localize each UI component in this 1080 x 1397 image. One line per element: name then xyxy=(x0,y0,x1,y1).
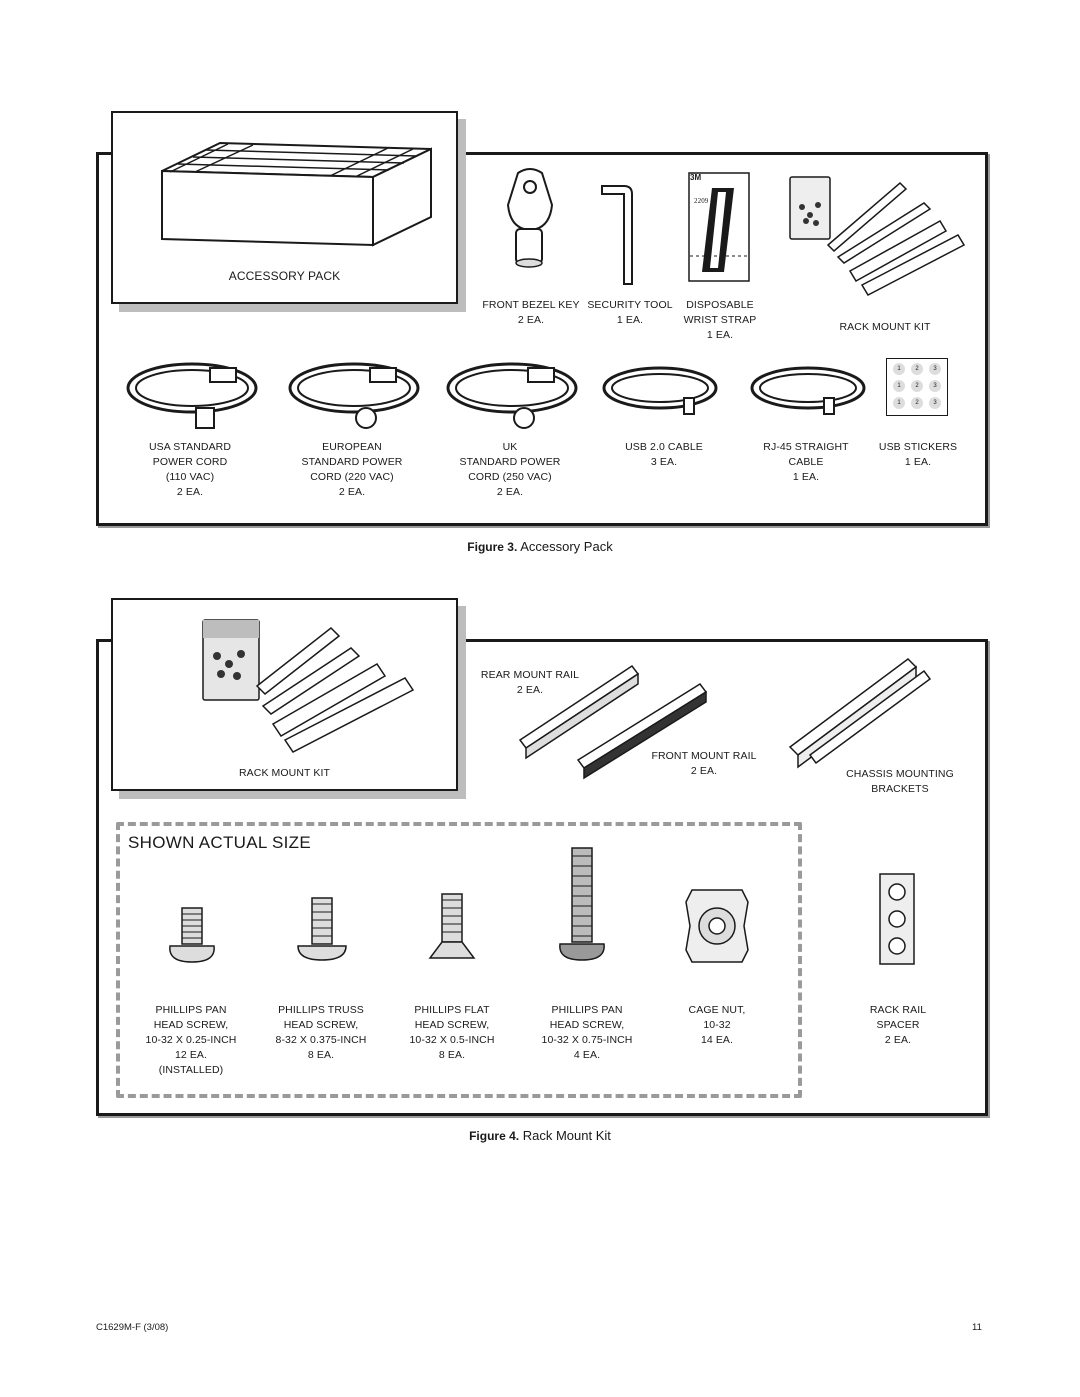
usb-cable-illustration xyxy=(602,366,718,415)
usb-stickers-sheet: 1 2 3 1 2 3 1 2 3 xyxy=(886,358,948,416)
usb-stickers-label: USB STICKERS 1 EA. xyxy=(878,441,958,468)
sticker: 3 xyxy=(929,380,941,392)
front-mount-rail-label: FRONT MOUNT RAIL 2 EA. xyxy=(651,750,757,777)
figure-3-caption-text: Accessory Pack xyxy=(520,539,613,554)
security-tool-illustration xyxy=(601,185,633,285)
sticker: 3 xyxy=(929,397,941,409)
sticker: 2 xyxy=(911,363,923,375)
sticker: 1 xyxy=(893,363,905,375)
figure-4-caption-text: Rack Mount Kit xyxy=(522,1128,611,1143)
european-power-cord-label: EUROPEAN STANDARD POWER CORD (220 VAC) 2… xyxy=(301,441,403,498)
phillips-pan-screw-long-illustration xyxy=(559,847,605,961)
chassis-mounting-brackets-illustration xyxy=(788,658,932,769)
sticker: 2 xyxy=(911,397,923,409)
rack-mount-kit-tab: RACK MOUNT KIT xyxy=(111,598,458,791)
cage-nut-illustration xyxy=(685,889,749,963)
front-mount-rail-illustration xyxy=(576,682,708,780)
wrist-strap-label: DISPOSABLE WRIST STRAP 1 EA. xyxy=(683,299,757,341)
hardware-label-pan-short: PHILLIPS PAN HEAD SCREW, 10-32 X 0.25-IN… xyxy=(145,1004,237,1076)
accessory-pack-label: ACCESSORY PACK xyxy=(228,269,341,283)
phillips-pan-screw-short-illustration xyxy=(169,907,215,963)
uk-power-cord-label: UK STANDARD POWER CORD (250 VAC) 2 EA. xyxy=(459,441,561,498)
rear-mount-rail-illustration xyxy=(518,664,640,760)
wrist-strap-illustration xyxy=(688,172,750,282)
phillips-truss-screw-illustration xyxy=(297,897,347,961)
hardware-label-truss: PHILLIPS TRUSS HEAD SCREW, 8-32 X 0.375-… xyxy=(275,1004,367,1061)
phillips-flat-screw-illustration xyxy=(428,893,476,959)
rack-mount-kit-illustration xyxy=(789,176,966,296)
footer-page-number: 11 xyxy=(972,1322,982,1333)
figure-4-caption-label: Figure 4. xyxy=(469,1129,520,1143)
footer-doc-id: C1629M-F (3/08) xyxy=(96,1322,169,1333)
sticker: 2 xyxy=(911,380,923,392)
figure-3-caption-label: Figure 3. xyxy=(467,540,518,554)
hardware-label-pan-long: PHILLIPS PAN HEAD SCREW, 10-32 X 0.75-IN… xyxy=(541,1004,633,1061)
hardware-label-cage-nut: CAGE NUT, 10-32 14 EA. xyxy=(688,1004,746,1046)
accessory-box-illustration xyxy=(161,141,432,247)
rj45-cable-label: RJ-45 STRAIGHT CABLE 1 EA. xyxy=(763,441,849,483)
european-power-cord-illustration xyxy=(288,362,420,429)
security-tool-label: SECURITY TOOL 1 EA. xyxy=(587,299,673,326)
rack-mount-kit-large-illustration xyxy=(202,619,415,753)
actual-size-dashed-box xyxy=(116,822,802,1098)
hardware-label-flat: PHILLIPS FLAT HEAD SCREW, 10-32 X 0.5-IN… xyxy=(409,1004,495,1061)
rack-mount-kit-tab-label: RACK MOUNT KIT xyxy=(238,767,331,779)
figure-3-caption: Figure 3. Accessory Pack xyxy=(0,539,1080,554)
front-bezel-key-label: FRONT BEZEL KEY 2 EA. xyxy=(482,299,580,326)
wrist-strap-brand: 3M xyxy=(690,173,702,182)
uk-power-cord-illustration xyxy=(446,362,578,429)
sticker: 1 xyxy=(893,397,905,409)
chassis-mounting-brackets-label: CHASSIS MOUNTING BRACKETS xyxy=(846,768,954,795)
usb-cable-label: USB 2.0 CABLE 3 EA. xyxy=(625,441,703,468)
shown-actual-size-heading: SHOWN ACTUAL SIZE xyxy=(128,833,311,852)
rack-rail-spacer-illustration xyxy=(879,873,915,965)
rear-mount-rail-label: REAR MOUNT RAIL 2 EA. xyxy=(480,669,580,696)
hardware-label-spacer: RACK RAIL SPACER 2 EA. xyxy=(869,1004,927,1046)
accessory-pack-tab: ACCESSORY PACK xyxy=(111,111,458,304)
usa-power-cord-label: USA STANDARD POWER CORD (110 VAC) 2 EA. xyxy=(148,441,232,498)
usa-power-cord-illustration xyxy=(126,362,258,429)
sticker: 1 xyxy=(893,380,905,392)
figure-4-caption: Figure 4. Rack Mount Kit xyxy=(0,1128,1080,1143)
sticker: 3 xyxy=(929,363,941,375)
rj45-cable-illustration xyxy=(750,366,866,415)
front-bezel-key-illustration xyxy=(506,168,554,268)
wrist-strap-number: 2209 xyxy=(694,197,709,205)
rack-mount-kit-label: RACK MOUNT KIT xyxy=(839,321,931,333)
